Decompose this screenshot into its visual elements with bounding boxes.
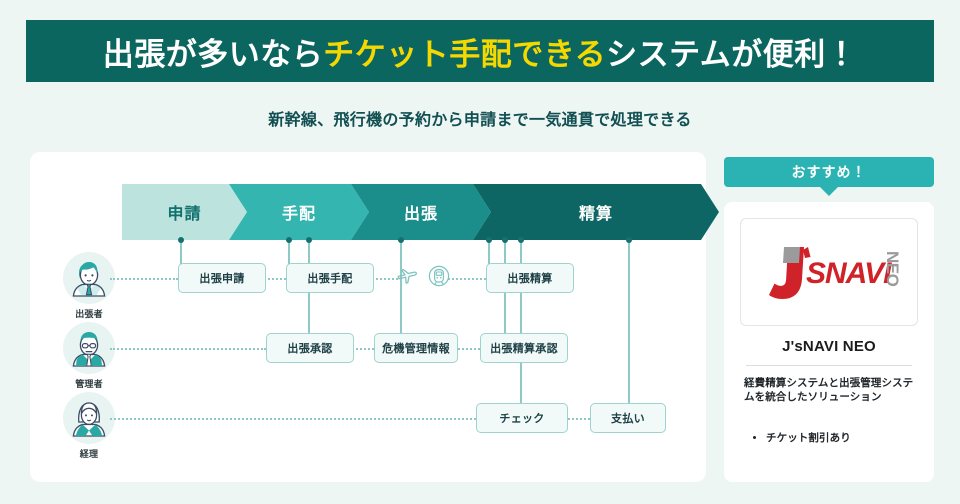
product-divider (746, 365, 912, 366)
svg-text:SNAVI: SNAVI (806, 257, 892, 290)
connector-line-settle-a (488, 240, 490, 266)
train-icon (428, 265, 450, 287)
jsnavi-neo-logo-icon: SNAVI NEO (769, 247, 902, 299)
rail-dotted-accountant-1 (110, 418, 476, 420)
connector-dot-settle-a (486, 237, 492, 243)
node-trip-application[interactable]: 出張申請 (178, 263, 266, 293)
connector-dot-payment (626, 237, 632, 243)
role-label-accountant: 経理 (79, 449, 99, 459)
rail-dotted-traveler-4 (448, 278, 486, 280)
connector-line-trip (400, 240, 402, 336)
node-payment[interactable]: 支払い (590, 403, 666, 433)
transport-icon-group (396, 264, 451, 288)
manager-avatar (63, 322, 115, 374)
role-manager: 管理者 (60, 322, 118, 390)
rail-dotted-traveler-3 (360, 278, 398, 280)
connector-line-apply (180, 240, 182, 266)
stage-chevron-apply: 申請 (122, 184, 247, 240)
connector-dot-settle-c (518, 237, 524, 243)
header-banner-text: 出張が多いなら チケット手配できる システムが便利！ (103, 29, 857, 74)
banner-text-part1: 出張が多いなら (102, 36, 324, 72)
node-trip-settlement[interactable]: 出張精算 (486, 263, 574, 293)
banner-text-part2: システムが便利！ (606, 36, 858, 72)
node-trip-approval[interactable]: 出張承認 (266, 333, 354, 363)
node-trip-arrangement[interactable]: 出張手配 (286, 263, 374, 293)
role-label-traveler: 出張者 (75, 309, 103, 319)
connector-dot-arrange-b (306, 237, 312, 243)
airplane-icon (397, 268, 417, 284)
role-traveler: 出張者 (60, 252, 118, 320)
node-check[interactable]: チェック (476, 403, 568, 433)
rail-dotted-traveler-2 (252, 278, 286, 280)
recommend-badge: おすすめ！ (724, 157, 934, 187)
node-settlement-approval[interactable]: 出張精算承認 (480, 333, 568, 363)
svg-text:NEO: NEO (883, 251, 902, 287)
product-feature-list: チケット割引あり (754, 430, 920, 445)
rail-dotted-traveler-1 (110, 278, 178, 280)
stage-chevron-arrange: 手配 (229, 184, 369, 240)
stage-chevron-trip: 出張 (351, 184, 491, 240)
flow-diagram-card: 申請 手配 出張 精算 (30, 152, 719, 482)
recommend-badge-pointer-icon (820, 187, 838, 196)
connector-dot-settle-b (502, 237, 508, 243)
subtitle: 新幹線、飛行機の予約から申請まで一気通貫で処理できる (268, 112, 692, 129)
header-banner: 出張が多いなら チケット手配できる システムが便利！ (26, 20, 934, 82)
connector-dot-apply (178, 237, 184, 243)
connector-line-arrange-a (288, 240, 290, 266)
rail-dotted-manager-1 (110, 348, 266, 350)
recommend-product-card[interactable]: SNAVI NEO J'sNAVI NEO 経費精算システムと出張管理システムを… (724, 202, 934, 482)
product-logo-box: SNAVI NEO (740, 218, 918, 326)
banner-text-highlight: チケット手配できる (323, 36, 607, 72)
product-title: J'sNAVI NEO (782, 338, 876, 355)
connector-line-payment (628, 240, 630, 406)
stage-chevron-settlement: 精算 (473, 184, 719, 240)
product-feature-item: チケット割引あり (766, 430, 920, 445)
rail-dotted-manager-2 (352, 348, 374, 350)
connector-dot-trip (398, 237, 404, 243)
male-employee-avatar (63, 252, 115, 304)
female-accountant-avatar (63, 392, 115, 444)
role-accountant: 経理 (60, 392, 118, 460)
connector-dot-arrange-a (286, 237, 292, 243)
rail-dotted-manager-3 (458, 348, 480, 350)
connector-line-settle-c (520, 240, 522, 406)
product-description: 経費精算システムと出張管理システムを統合したソリューション (744, 377, 914, 404)
role-label-manager: 管理者 (75, 379, 103, 389)
node-crisis-management-info[interactable]: 危機管理情報 (374, 333, 458, 363)
rail-dotted-accountant-2 (568, 418, 590, 420)
